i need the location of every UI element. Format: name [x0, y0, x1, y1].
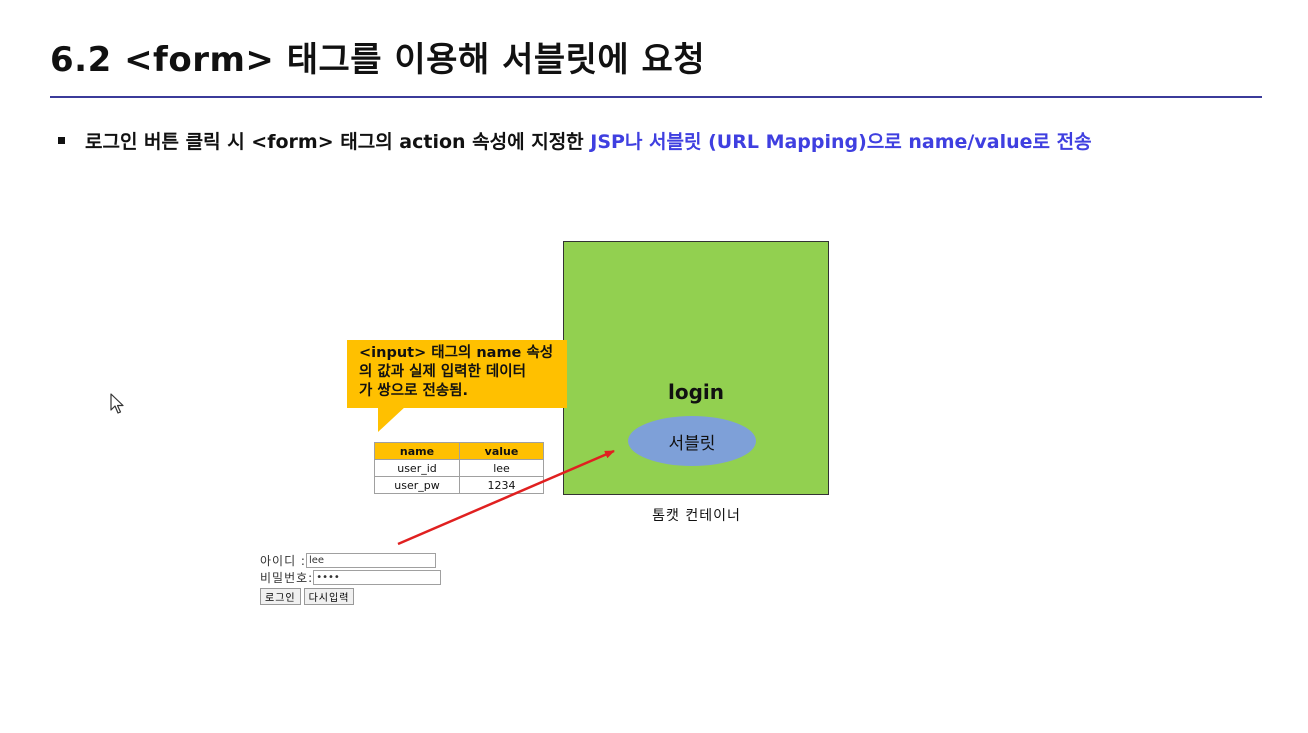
callout-line: <input> 태그의 name 속성 [359, 345, 554, 361]
table-row: user_pw 1234 [374, 476, 544, 494]
callout-line: 의 값과 실제 입력한 데이터 [359, 364, 526, 380]
id-row: 아이디 : lee [260, 552, 441, 569]
table-header-name: name [374, 442, 460, 460]
bullet-highlight-text: JSP나 서블릿 (URL Mapping)으로 name/value로 전송 [590, 131, 1092, 153]
title-divider [50, 96, 1262, 98]
tomcat-container-box: login 서블릿 [563, 241, 829, 495]
webapp-label: login [667, 380, 724, 404]
name-value-table: name value user_id lee user_pw 1234 [374, 442, 544, 494]
slide-title: 6.2 <form> 태그를 이용해 서블릿에 요청 [50, 40, 706, 80]
container-caption: 톰캣 컨테이너 [652, 508, 741, 524]
form-buttons: 로그인 다시입력 [260, 588, 441, 605]
bullet-marker-icon [58, 137, 65, 144]
mouse-pointer-icon [110, 393, 124, 414]
table-cell-value: 1234 [459, 476, 544, 494]
bullet-text: 로그인 버튼 클릭 시 <form> 태그의 action 속성에 지정한 [85, 131, 591, 153]
pw-row: 비밀번호: •••• [260, 569, 442, 586]
password-input[interactable]: •••• [313, 570, 442, 585]
callout-tail [378, 406, 406, 432]
bullet-item: 로그인 버튼 클릭 시 <form> 태그의 action 속성에 지정한 JS… [58, 128, 1092, 156]
login-form: 아이디 : lee 비밀번호: •••• 로그인 다시입력 [260, 552, 442, 605]
servlet-label: 서블릿 [668, 433, 716, 454]
callout-box: <input> 태그의 name 속성 의 값과 실제 입력한 데이터 가 쌍으… [347, 340, 567, 408]
table-cell-value: lee [459, 459, 544, 477]
id-input[interactable]: lee [305, 553, 436, 568]
table-cell-name: user_pw [374, 476, 460, 494]
table-cell-name: user_id [374, 459, 460, 477]
table-row: user_id lee [374, 459, 544, 477]
password-label: 비밀번호: [260, 571, 314, 585]
table-header-value: value [459, 442, 544, 460]
servlet-oval: 서블릿 [628, 416, 756, 466]
login-button[interactable]: 로그인 [260, 588, 301, 605]
reset-button[interactable]: 다시입력 [303, 588, 355, 605]
id-label: 아이디 : [260, 554, 306, 568]
callout-line: 가 쌍으로 전송됨. [359, 383, 468, 399]
